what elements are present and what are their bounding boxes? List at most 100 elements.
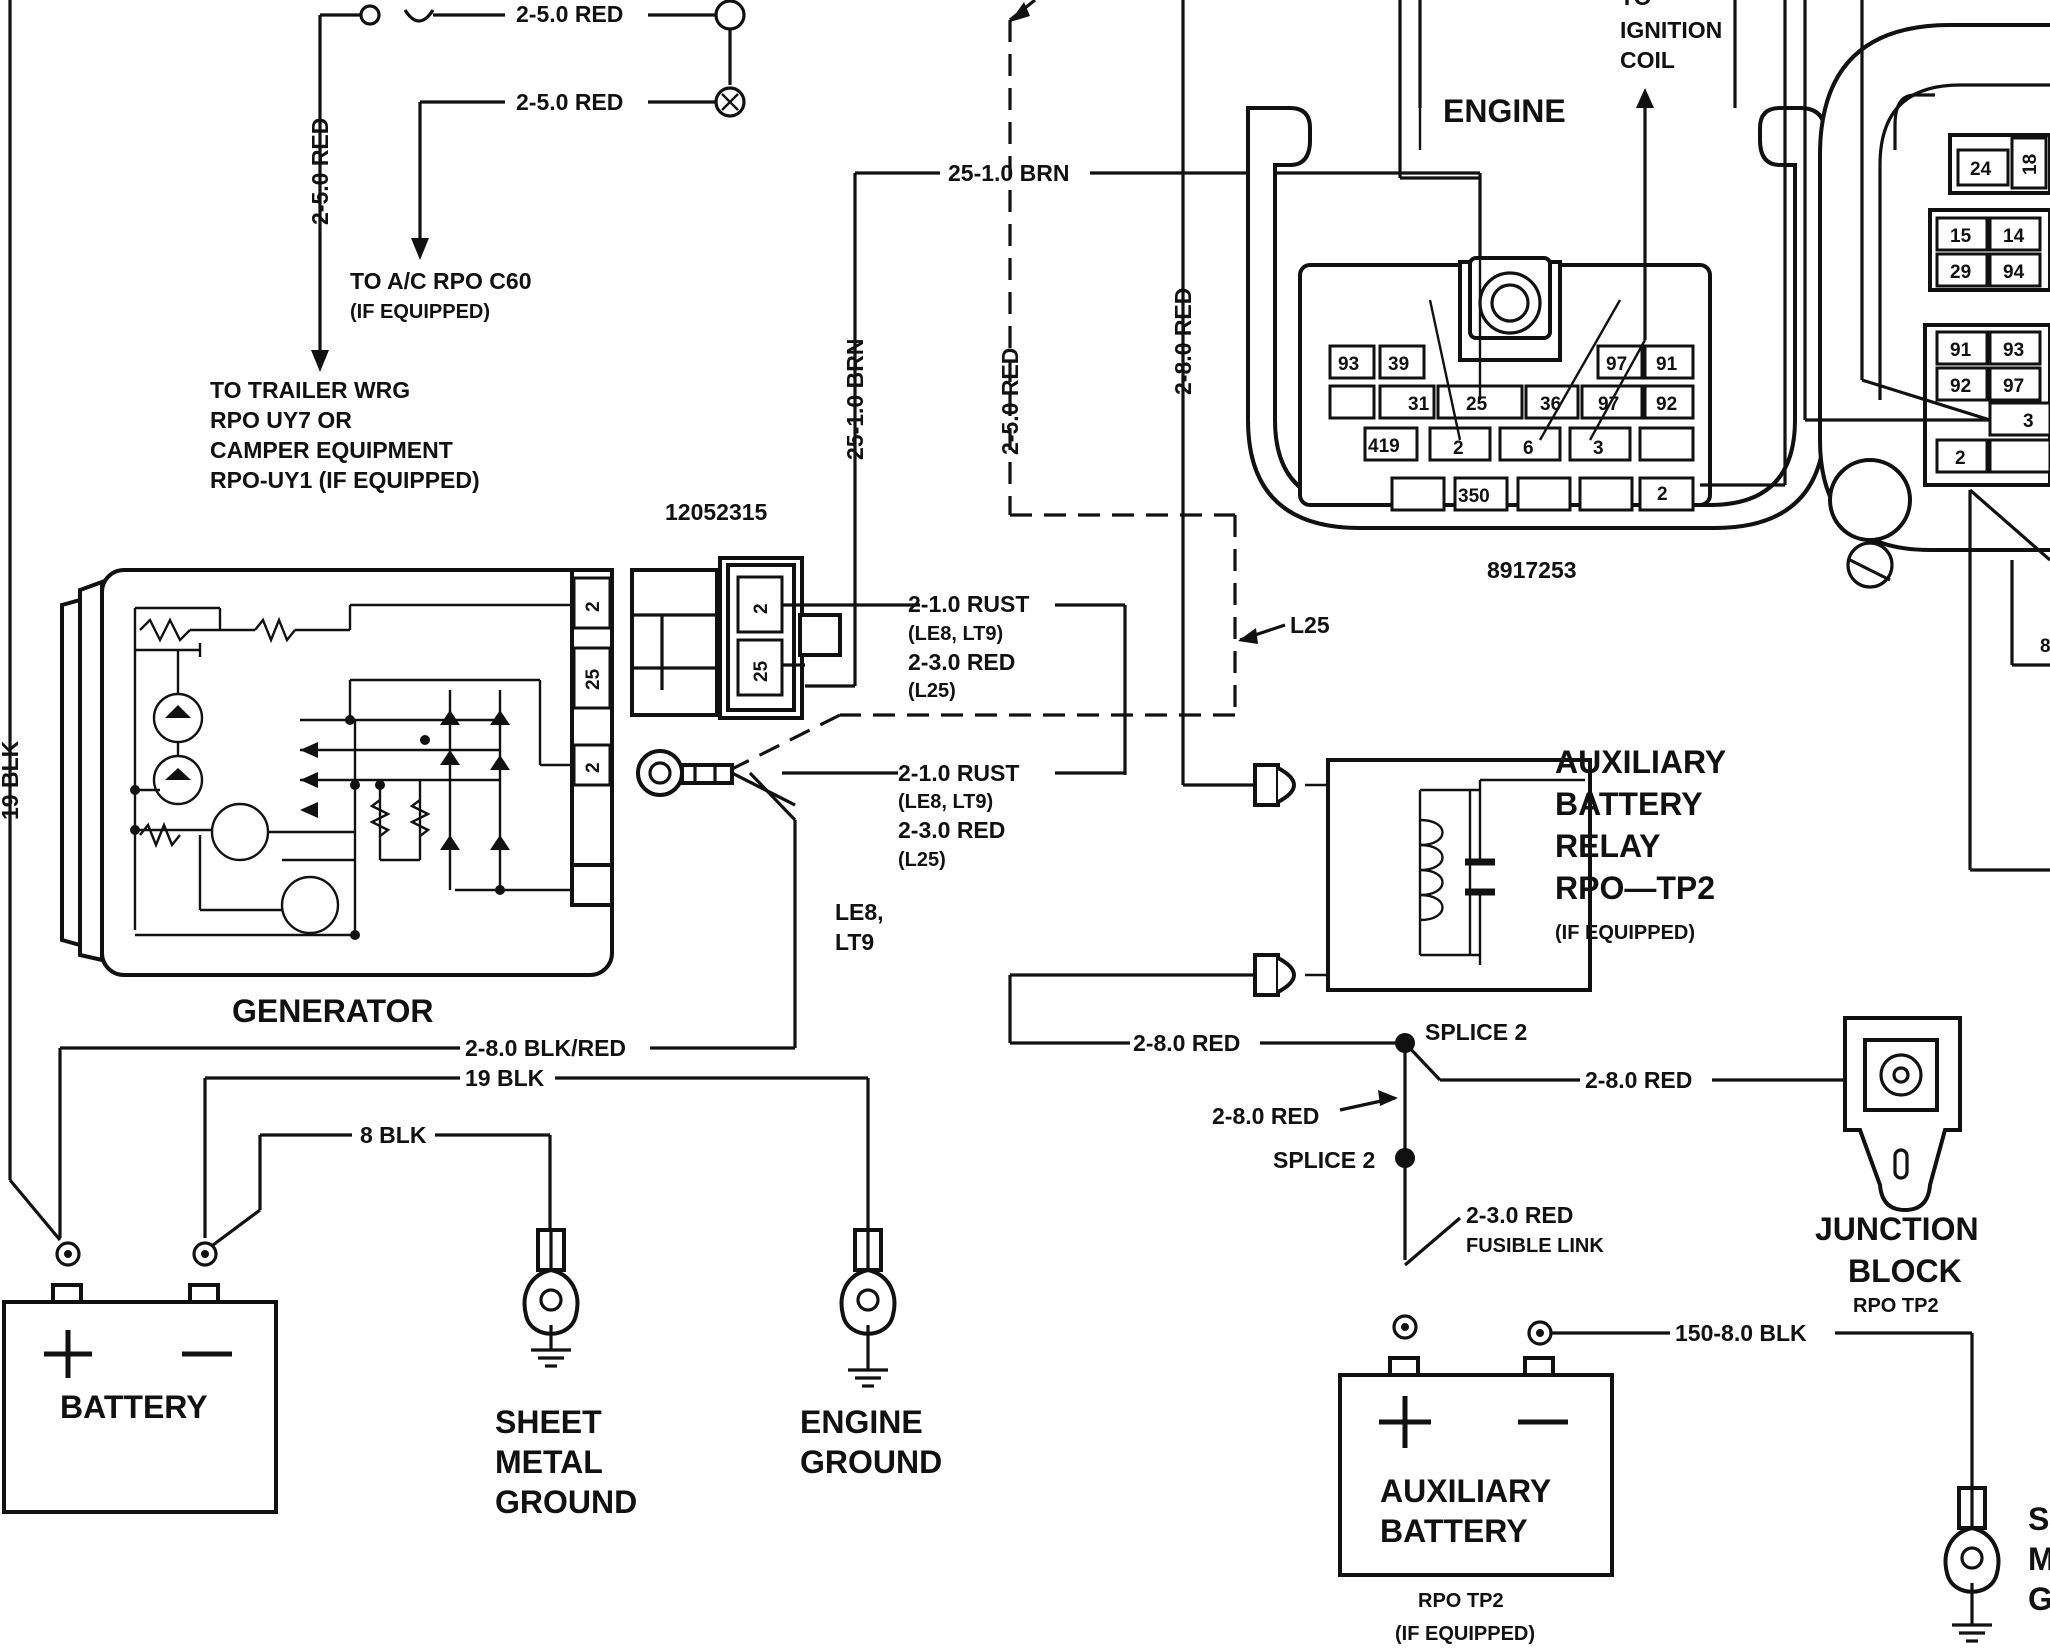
wire-label-19-blk: 19 BLK (465, 1065, 545, 1091)
relay-label-3: RELAY (1555, 828, 1661, 864)
relay-label-1: AUXILIARY (1555, 744, 1726, 780)
engine-ground-line1: ENGINE (800, 1404, 923, 1440)
ecm-part-number: 8917253 (1487, 557, 1577, 583)
ecm-pin-97b: 97 (1598, 394, 1619, 415)
wire-label-red-mid: 2-5.0 RED (516, 89, 623, 115)
battery-label: BATTERY (60, 1389, 208, 1425)
junction-label-3: RPO TP2 (1853, 1295, 1939, 1317)
l25-pointer (1238, 623, 1286, 644)
engine-ground-line2: GROUND (800, 1444, 942, 1480)
right-pin-29: 29 (1950, 262, 1971, 283)
relay-label-4: RPO—TP2 (1555, 870, 1715, 906)
wire-label-red-top: 2-5.0 RED (516, 1, 623, 27)
ecm-pin-31: 31 (1408, 394, 1430, 415)
battery (2, 1241, 278, 1514)
sheet-metal-ground (522, 1228, 580, 1368)
aux-battery-rpo: RPO TP2 (1418, 1590, 1504, 1612)
l25-label: L25 (1290, 612, 1330, 638)
le8-line2: LT9 (835, 929, 874, 955)
rust-a-line1: 2-1.0 RUST (908, 591, 1029, 617)
relay-output-wiring (1008, 973, 1870, 1267)
right-pin-97: 97 (2003, 376, 2024, 397)
wire-label-8-blk: 8 BLK (360, 1122, 427, 1148)
dashed-red-wire (719, 0, 1237, 777)
left-ground-wire (8, 0, 62, 1242)
right-pin-2: 2 (1955, 448, 1966, 469)
aux-battery-relay (1253, 758, 1592, 997)
wire-label-red-dash: 2-5.0 RED (997, 348, 1023, 455)
ignition-label-3: COIL (1620, 47, 1675, 73)
generator-pin-1: 2 (583, 601, 604, 612)
ecm-pins (1328, 108, 1695, 512)
wire-label-brn-vert: 25-1.0 BRN (842, 339, 868, 460)
rust-a-line2: (LE8, LT9) (908, 623, 1003, 645)
ecm-pin-2: 2 (1453, 438, 1464, 459)
rust-b-line3: 2-3.0 RED (898, 817, 1005, 843)
generator-label: GENERATOR (232, 993, 434, 1029)
fusible-line1: 2-3.0 RED (1466, 1202, 1573, 1228)
sheet-ground-line1: SHEET (495, 1404, 602, 1440)
aux-battery-label-1: AUXILIARY (1380, 1473, 1551, 1509)
ignition-label-1: TO (1620, 0, 1652, 10)
le8-line1: LE8, (835, 899, 884, 925)
right-pin-94: 94 (2003, 262, 2025, 283)
connector-pin-2: 25 (751, 660, 772, 682)
ecm-pin-3: 3 (1593, 438, 1604, 459)
right-pin-93: 93 (2003, 340, 2024, 361)
trailer-note-line4: RPO-UY1 (IF EQUIPPED) (210, 467, 480, 493)
rust-a-line3: 2-3.0 RED (908, 649, 1015, 675)
aux-battery-label-2: BATTERY (1380, 1513, 1528, 1549)
right-pin-18: 18 (2020, 154, 2041, 175)
rust-b-line2: (LE8, LT9) (898, 791, 993, 813)
auxiliary-battery (1338, 1314, 1974, 1577)
rust-b-line4: (L25) (898, 849, 946, 871)
cut-label-g: G (2028, 1581, 2050, 1617)
ecm-pin-25: 25 (1466, 394, 1488, 415)
fusible-line2: FUSIBLE LINK (1466, 1235, 1604, 1257)
generator-connector (630, 556, 920, 720)
ecm-pin-93: 93 (1338, 354, 1359, 375)
ecm-pin-2b: 2 (1657, 484, 1668, 505)
rust-b-line1: 2-1.0 RUST (898, 760, 1019, 786)
red-8-vertical-wire (1181, 0, 1255, 787)
relay-label-5: (IF EQUIPPED) (1555, 922, 1695, 944)
splice-2-top: SPLICE 2 (1425, 1019, 1527, 1045)
right-pin-91: 91 (1950, 340, 1972, 361)
connector-pin-1: 2 (751, 603, 772, 614)
cut-label-m: M (2028, 1541, 2050, 1577)
ac-note-line1: TO A/C RPO C60 (350, 268, 531, 294)
ecm-pin-91: 91 (1656, 354, 1678, 375)
right-connector (1803, 0, 2050, 872)
ecm-pin-36: 36 (1540, 394, 1561, 415)
splice-2-mid: SPLICE 2 (1273, 1147, 1375, 1173)
ignition-label-2: IGNITION (1620, 17, 1722, 43)
ecm-pin-97a: 97 (1606, 354, 1627, 375)
generator-pin-2: 25 (583, 668, 604, 690)
sheet-ground-line2: METAL (495, 1444, 603, 1480)
junction-block (1843, 1016, 1962, 1213)
wire-label-blk-red: 2-8.0 BLK/RED (465, 1035, 626, 1061)
right-pin-3: 3 (2023, 411, 2034, 432)
trailer-note-line2: RPO UY7 OR (210, 407, 352, 433)
ecm-pin-39: 39 (1388, 354, 1409, 375)
trailer-note-line1: TO TRAILER WRG (210, 377, 410, 403)
connector-part-number: 12052315 (665, 499, 768, 525)
ecm-pin-6: 6 (1523, 438, 1534, 459)
right-pin-14: 14 (2003, 226, 2025, 247)
generator (60, 568, 614, 977)
ecm-pin-92: 92 (1656, 394, 1677, 415)
wire-label-19-blk-vert: 19 BLK (0, 740, 23, 820)
bottom-left-wiring (58, 1046, 870, 1247)
relay-label-2: BATTERY (1555, 786, 1703, 822)
right-sheet-ground (1943, 1486, 2001, 1643)
engine-ground (839, 1228, 897, 1388)
wire-label-red-vert: 2-5.0 RED (307, 118, 333, 225)
right-pin-24: 24 (1970, 159, 1992, 180)
ac-feed-wiring (311, 0, 746, 372)
trailer-note-line3: CAMPER EQUIPMENT (210, 437, 453, 463)
generator-pin-3: 2 (583, 762, 604, 773)
ecm-pin-419: 419 (1368, 436, 1400, 457)
right-pin-8: 8 (2040, 636, 2050, 657)
sheet-ground-line3: GROUND (495, 1484, 637, 1520)
aux-battery-if: (IF EQUIPPED) (1395, 1623, 1535, 1645)
